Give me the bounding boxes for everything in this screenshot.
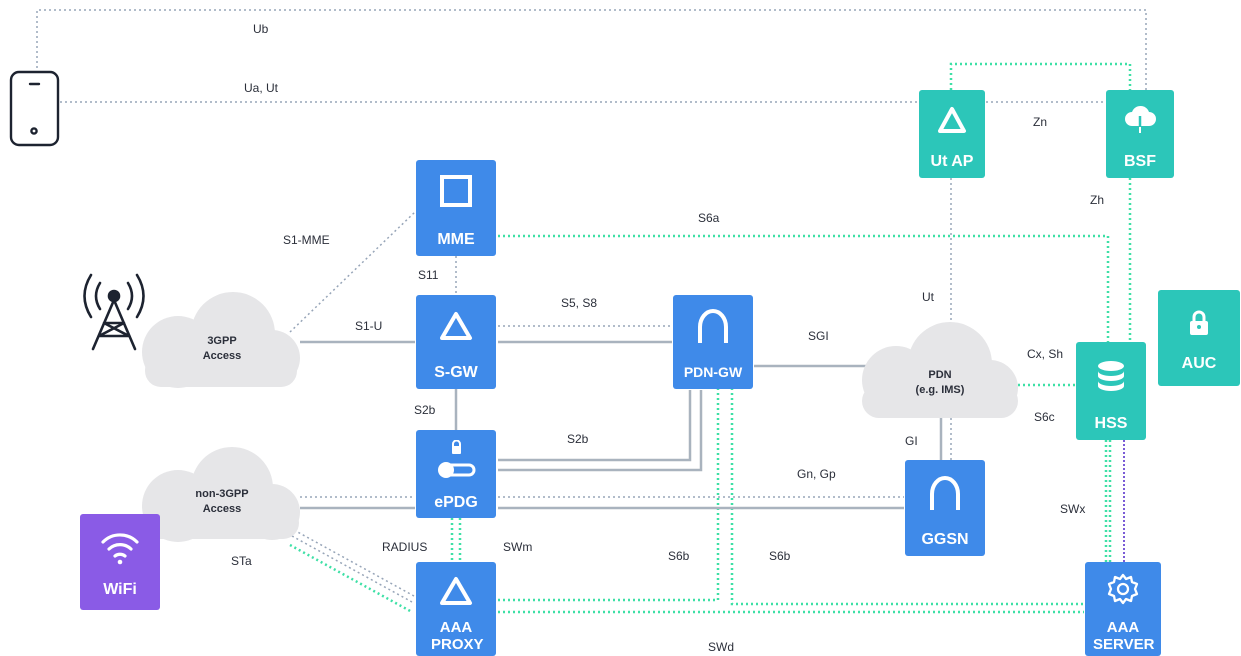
label-s11: S11: [418, 268, 439, 282]
node-pdn-gw[interactable]: PDN-GW: [673, 295, 753, 389]
triangle-icon: [416, 311, 496, 341]
node-bsf-label: BSF: [1124, 153, 1156, 170]
node-auc[interactable]: AUC: [1158, 290, 1240, 386]
label-s6b-left: S6b: [668, 549, 690, 563]
label-zn: Zn: [1033, 115, 1047, 129]
link-sta-green: [289, 543, 413, 614]
label-s1-mme: S1-MME: [283, 233, 330, 247]
node-aaa-server[interactable]: AAA SERVER: [1085, 562, 1161, 656]
link-s2b-b: [498, 390, 703, 472]
cloud-pdn-line1: PDN: [928, 369, 952, 381]
node-epdg[interactable]: ePDG: [416, 430, 496, 518]
label-sta: STa: [231, 554, 252, 568]
label-s6a: S6a: [698, 211, 720, 225]
node-ut-ap-label: Ut AP: [930, 153, 974, 170]
label-ut: Ut: [922, 290, 935, 304]
phone-icon: [9, 70, 60, 147]
node-ut-ap[interactable]: Ut AP: [919, 90, 985, 178]
node-ggsn-label: GGSN: [921, 531, 969, 548]
link-ut-ap-bsf-top: [949, 62, 1132, 90]
label-s6b-right: S6b: [769, 549, 791, 563]
cloud-non3gpp-access: [142, 447, 300, 542]
label-s1-u: S1-U: [355, 319, 382, 333]
label-cx-sh: Cx, Sh: [1027, 347, 1063, 361]
cloud-non3gpp-line2: Access: [202, 503, 242, 515]
label-gn-gp: Gn, Gp: [797, 467, 836, 481]
node-ggsn[interactable]: GGSN: [905, 460, 985, 556]
database-icon: [1076, 360, 1146, 394]
label-s5-s8: S5, S8: [561, 296, 597, 310]
triangle-icon: [919, 106, 985, 134]
cloud-3gpp-access-label: 3GPP Access: [160, 334, 284, 368]
label-s2b-vertical: S2b: [414, 403, 436, 417]
cloud-non3gpp-access-label: non-3GPP Access: [160, 487, 284, 521]
node-bsf[interactable]: BSF: [1106, 90, 1174, 178]
cloud-3gpp-line1: 3GPP: [207, 335, 237, 347]
label-gi: GI: [905, 434, 918, 448]
cloud-pdn-label: PDN (e.g. IMS): [878, 368, 1002, 402]
link-s6a: [498, 234, 1110, 342]
lock-key-icon: [416, 440, 496, 480]
label-ub: Ub: [253, 22, 269, 36]
node-sgw[interactable]: S-GW: [416, 295, 496, 389]
link-s6b-right: [730, 378, 1084, 606]
antenna-tower-icon: [83, 273, 145, 351]
node-aaa-proxy[interactable]: AAA PROXY: [416, 562, 496, 656]
node-sgw-label: S-GW: [434, 364, 478, 381]
cloud-3gpp-line2: Access: [202, 350, 242, 362]
node-epdg-label: ePDG: [434, 494, 478, 511]
wifi-icon: [80, 530, 160, 566]
label-swd: SWd: [708, 640, 734, 654]
cloud-download-icon: [1106, 104, 1174, 134]
node-hss[interactable]: HSS: [1076, 342, 1146, 440]
gear-icon: [1085, 572, 1161, 606]
label-swm: SWm: [503, 540, 532, 554]
cloud-pdn: [862, 322, 1018, 418]
node-wifi[interactable]: WiFi: [80, 514, 160, 610]
gray-dotted-links: [36, 9, 1147, 603]
node-auc-label: AUC: [1181, 355, 1217, 372]
solid-links: [300, 340, 943, 510]
node-wifi-label: WiFi: [103, 581, 137, 598]
node-mme-label: MME: [437, 231, 475, 248]
cloud-non3gpp-line1: non-3GPP: [195, 488, 249, 500]
link-ub: [36, 9, 1147, 90]
cloud-pdn-line2: (e.g. IMS): [915, 384, 965, 396]
lock-icon: [1158, 310, 1240, 336]
label-s2b-horizontal: S2b: [567, 432, 589, 446]
link-s2b-a: [498, 390, 692, 462]
label-swx: SWx: [1060, 502, 1085, 516]
arch-icon: [673, 307, 753, 345]
node-pdn-gw-label: PDN-GW: [683, 364, 743, 380]
node-aaa-proxy-label: AAA PROXY: [431, 619, 484, 653]
label-ua-ut: Ua, Ut: [244, 81, 279, 95]
label-radius: RADIUS: [382, 540, 427, 554]
node-hss-label: HSS: [1094, 415, 1128, 432]
link-s6b-left: [498, 378, 720, 602]
label-zh: Zh: [1090, 193, 1104, 207]
link-s1-mme: [289, 211, 416, 333]
green-dotted-links: [289, 62, 1132, 614]
cloud-3gpp-access: [142, 292, 300, 388]
square-icon: [416, 174, 496, 208]
label-s6c: S6c: [1034, 410, 1055, 424]
arch-icon: [905, 474, 985, 512]
node-aaa-server-label: AAA SERVER: [1093, 619, 1155, 653]
triangle-icon: [416, 576, 496, 606]
node-mme[interactable]: MME: [416, 160, 496, 256]
label-sgi: SGI: [808, 329, 829, 343]
